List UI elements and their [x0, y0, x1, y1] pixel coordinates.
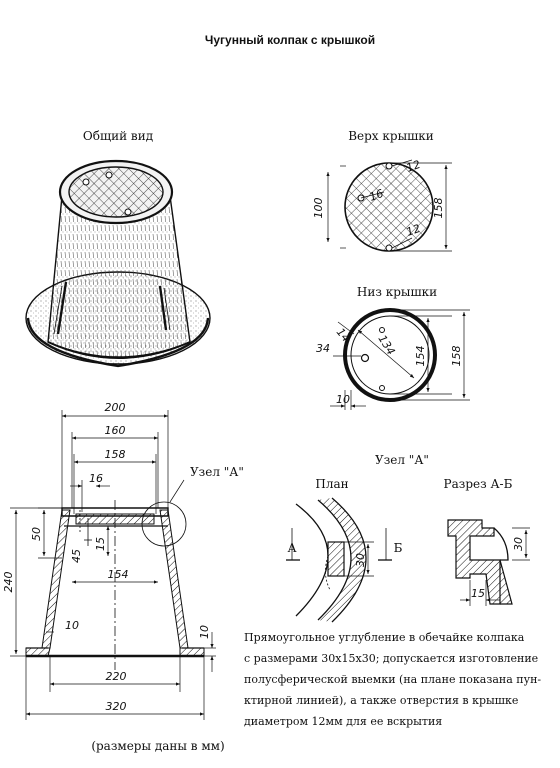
- section-ab-title: Разрез А-Б: [444, 477, 513, 491]
- bottom-lid-dim-154: 154: [414, 346, 427, 367]
- bottom-lid-dim-34: 34: [316, 342, 330, 355]
- section-dim-160: 160: [105, 424, 126, 437]
- bottom-lid-title: Низ крышки: [357, 285, 437, 299]
- node-a-title: Узел "А": [375, 453, 429, 467]
- node-plan-label-b: Б: [394, 541, 403, 555]
- top-lid-title: Верх крышки: [348, 129, 434, 143]
- section-dim-220: 220: [106, 670, 127, 683]
- general-view: Общий вид: [25, 129, 211, 368]
- section-node-a-label: Узел "А": [190, 465, 244, 479]
- section-dim-15: 15: [94, 537, 107, 551]
- top-lid-dim-12-bottom: 12: [405, 222, 423, 239]
- note-line-4: ктирной линией), а также отверстия в кры…: [244, 694, 518, 707]
- note-block: Прямоугольное углубление в обечайке колп…: [244, 631, 541, 728]
- node-plan-dim-30: 30: [354, 553, 367, 567]
- section-dim-200: 200: [105, 401, 126, 414]
- plan-title: План: [315, 477, 348, 491]
- page-title: Чугунный колпак с крышкой: [205, 33, 375, 47]
- top-lid-view: Верх крышки 12 16 12 100 158: [312, 129, 452, 252]
- general-view-title: Общий вид: [83, 129, 153, 143]
- node-section-dim-30: 30: [512, 537, 525, 551]
- top-lid-dim-16: 16: [368, 187, 386, 204]
- section-dim-10-left: 10: [65, 619, 79, 632]
- top-lid-dim-158: 158: [432, 198, 445, 219]
- top-lid-dim-100: 100: [312, 198, 325, 219]
- note-line-3: полусферической выемки (на плане показан…: [244, 673, 541, 686]
- bottom-lid-dim-10: 10: [336, 393, 350, 406]
- section-view: Узел "А" 200 160 158 16 50 15 45 154: [2, 401, 244, 720]
- node-section-dim-15: 15: [471, 587, 485, 600]
- section-dim-240: 240: [2, 572, 15, 593]
- note-line-1: Прямоугольное углубление в обечайке колп…: [244, 631, 525, 644]
- section-dim-158: 158: [105, 448, 126, 461]
- section-dim-10-right: 10: [198, 625, 211, 639]
- section-dim-154: 154: [108, 568, 129, 581]
- section-dim-50: 50: [30, 527, 43, 541]
- bottom-lid-dim-158: 158: [450, 346, 463, 367]
- note-line-2: с размерами 30x15x30; допускается изгото…: [244, 652, 538, 665]
- section-dim-16: 16: [89, 472, 103, 485]
- bottom-lid-view: Низ крышки 134 14 34 154 158 10: [316, 285, 470, 410]
- section-dim-320: 320: [106, 700, 127, 713]
- units-caption: (размеры даны в мм): [91, 739, 224, 753]
- note-line-5: диаметром 12мм для ее вскрытия: [244, 715, 442, 728]
- node-a-view: Узел "А" План Разрез А-Б А Б 30 30: [286, 453, 530, 623]
- node-plan-label-a: А: [287, 541, 296, 555]
- section-dim-45: 45: [70, 549, 83, 563]
- top-lid-dim-12-top: 12: [405, 158, 423, 175]
